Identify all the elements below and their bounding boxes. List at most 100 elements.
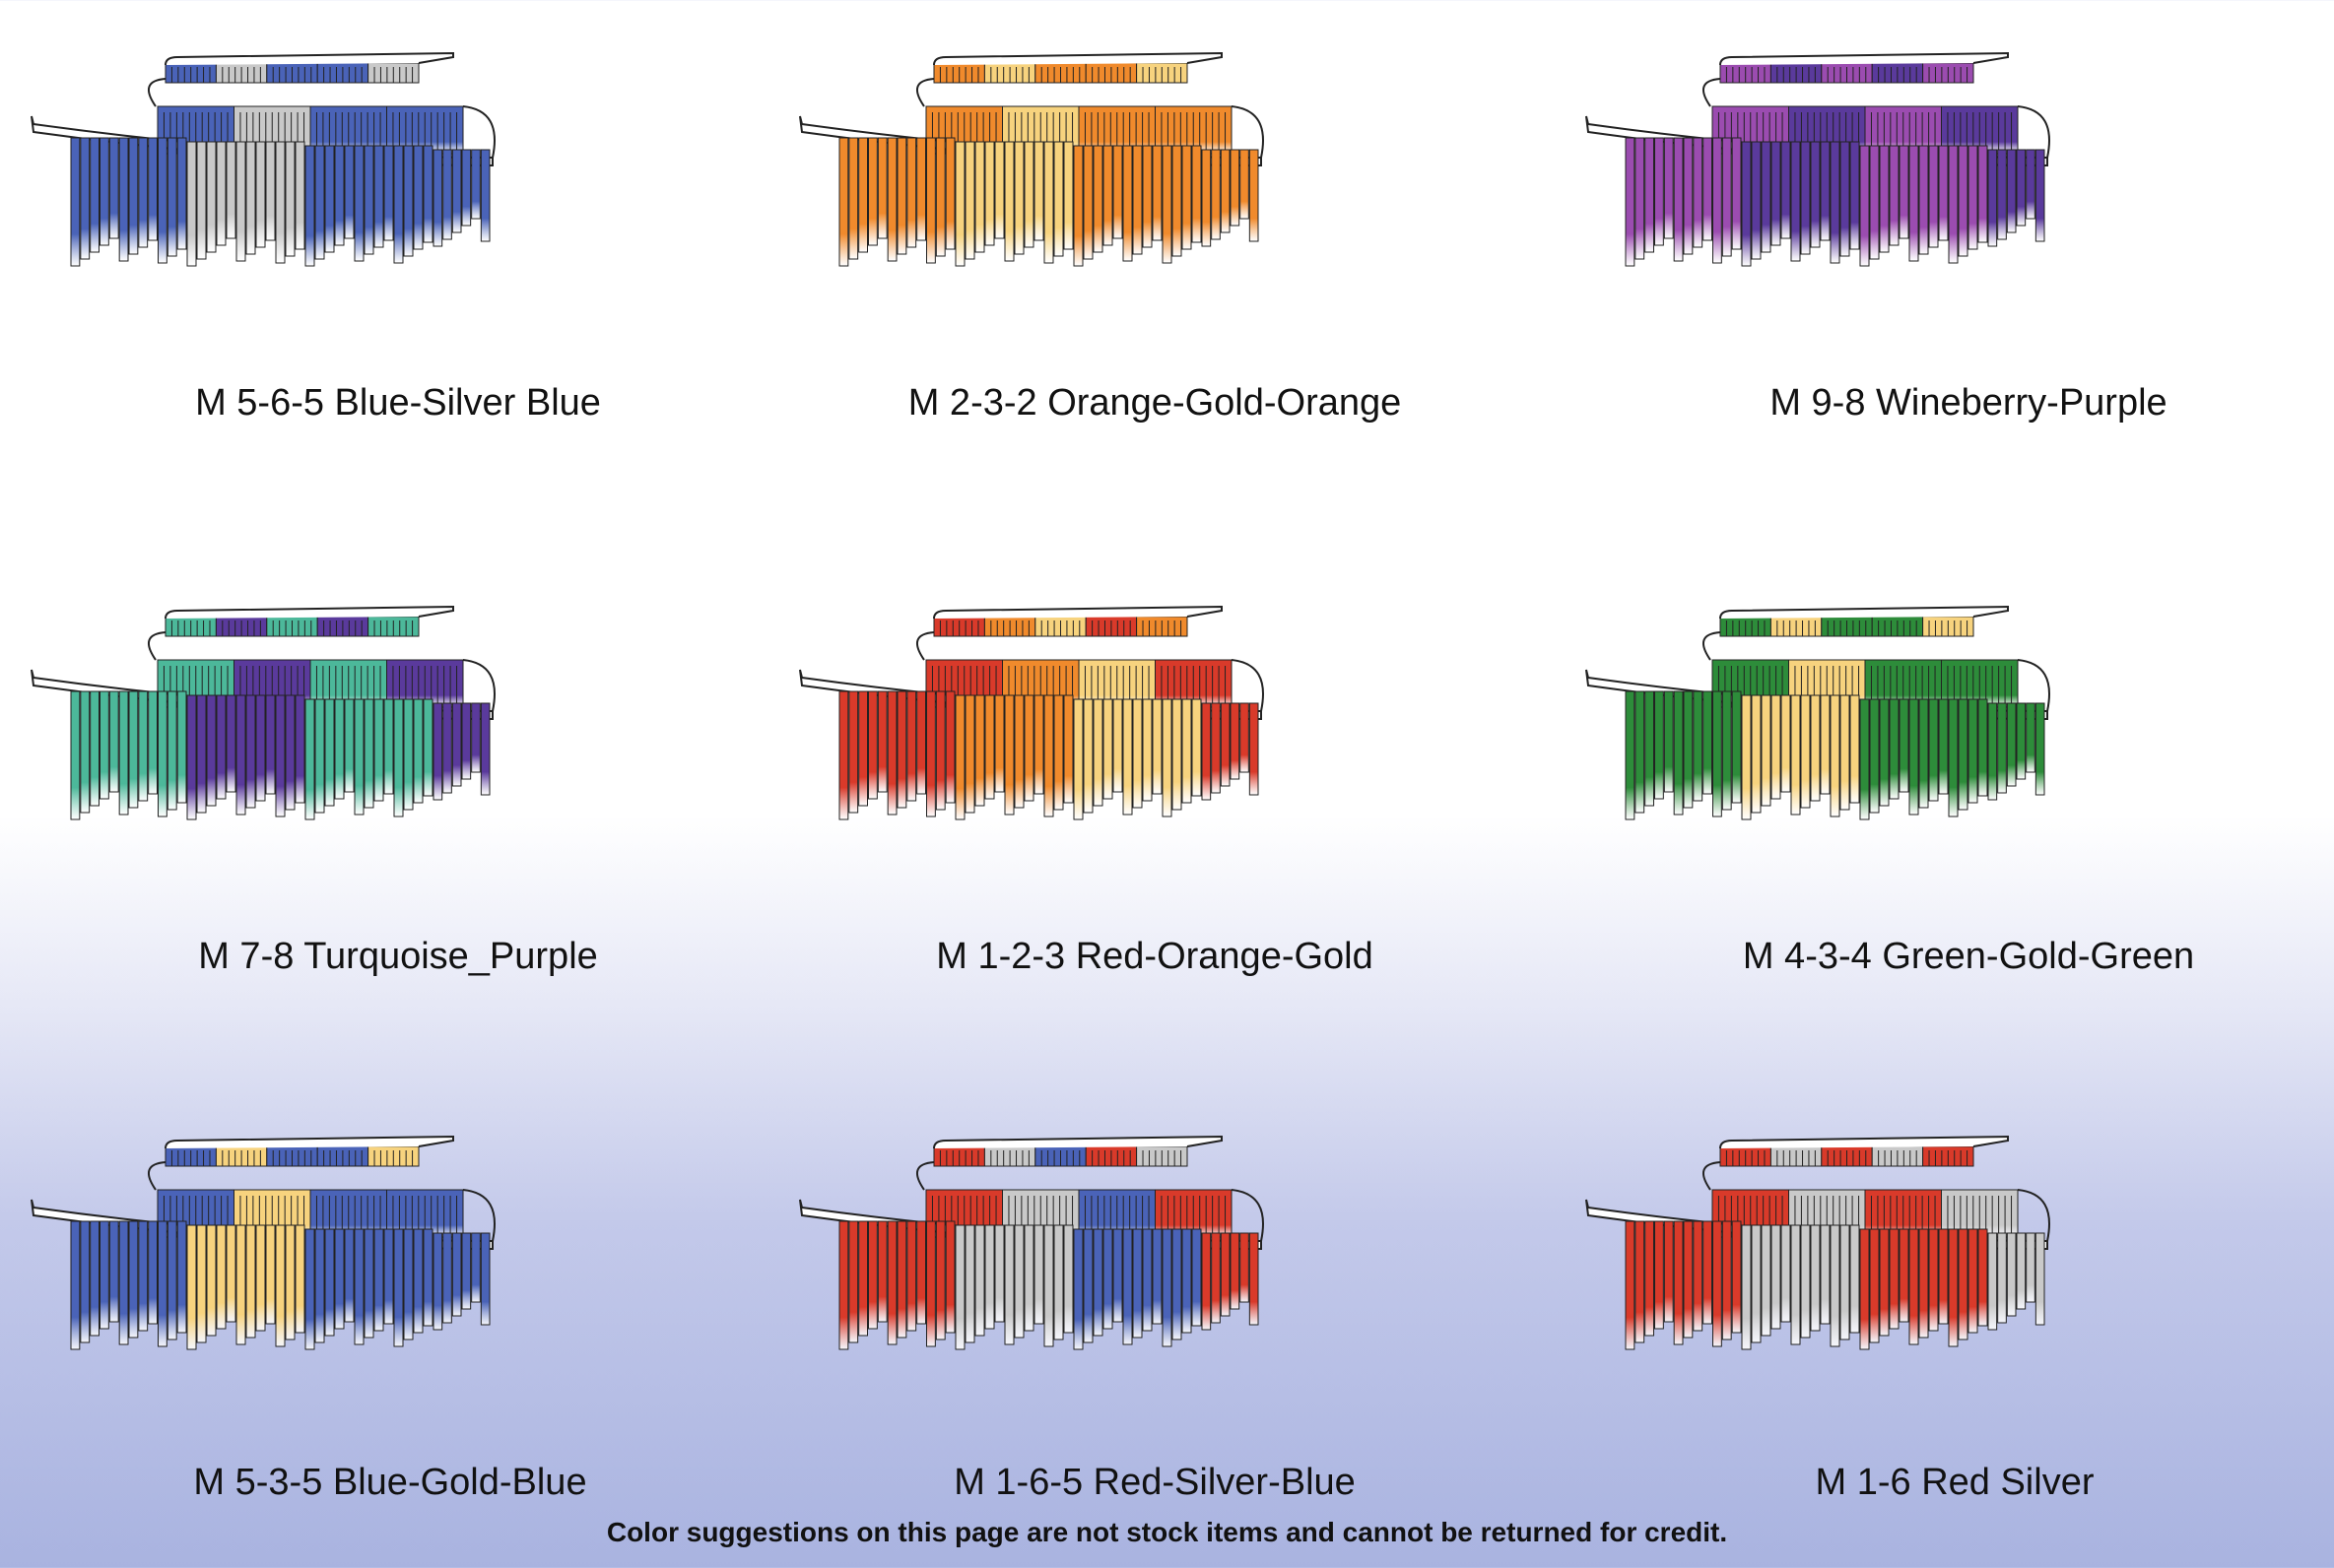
fringe-strand [128,690,139,809]
fringe-strand [108,1220,119,1323]
fringe-strand [1230,1232,1240,1310]
fringe-strand [167,137,177,257]
fringe-strand [373,698,384,802]
fringe-strand [1967,1228,1978,1334]
tape-curve [147,631,496,712]
fringe-strand [1132,1228,1143,1339]
front-fringe-segment [186,1224,305,1350]
fringe-strand [255,1224,266,1332]
fringe-strand [295,1224,305,1334]
fringe-strand [877,1220,888,1323]
fringe-strand [80,137,91,260]
front-fringe-segment [1859,145,1988,267]
fringe-strand [1122,1228,1133,1345]
fringe-strand [1248,149,1259,242]
fringe-strand [1899,145,1909,239]
fringe-strand [1053,141,1064,257]
swatch-caption: M 7-8 Turquoise_Purple [198,936,598,977]
fringe-strand [285,1224,296,1340]
fringe-strand [1800,141,1811,255]
fringe-strand [176,1220,187,1334]
front-fringe-segment [1073,1228,1202,1350]
fringe-strand [2026,702,2035,773]
fringe-strand [935,1220,946,1340]
fringe-strand [1239,702,1249,773]
fringe-strand [994,694,1005,793]
fringe-strand [858,690,869,807]
fringe-strand [206,141,217,253]
fringe-illustration [31,1135,496,1350]
front-fringe-segment [1073,698,1202,820]
fringe-strand [1073,145,1084,267]
fringe-strand [70,1220,81,1350]
fringe-strand [324,145,335,253]
fringe-strand [1663,1220,1674,1323]
tape-curve [915,631,1264,712]
fringe-strand [1899,698,1909,793]
fringe-strand [838,137,849,267]
fringe-strand [451,149,462,233]
fringe-strand [1122,698,1133,816]
fringe-strand [838,1220,849,1350]
fringe-strand [1102,1228,1113,1330]
swatch-caption: M 5-6-5 Blue-Silver Blue [195,382,601,424]
fringe-strand [373,1228,384,1332]
fringe-illustration [1585,51,2050,267]
fringe-strand [383,698,394,795]
fringe-strand [1997,1232,2007,1324]
header-tape-end [165,51,454,66]
header-tape-end [165,605,454,620]
front-fringe-segment [838,690,956,820]
fringe-strand [1201,702,1212,801]
fringe-strand [1211,1232,1221,1324]
fringe-strand [1908,1228,1919,1345]
fringe-strand [1849,694,1860,804]
fringe-strand [965,1224,975,1343]
fringe-strand [1731,1220,1742,1334]
front-fringe-segment [1201,149,1259,247]
fringe-strand [295,694,305,804]
fringe-strand [945,137,956,250]
fringe-strand [373,145,384,248]
fringe-strand [1908,698,1919,816]
front-fringe-segment [1625,1220,1742,1350]
fringe-strand [1958,1228,1968,1340]
fringe-strand [1958,698,1968,811]
fringe-strand [926,690,936,817]
fringe-strand [1702,690,1712,795]
swatch-card: M 5-6-5 Blue-Silver Blue [30,49,778,443]
fringe-strand [1761,694,1771,807]
tape-curve [1701,78,2050,159]
fringe-strand [1997,702,2007,794]
fringe-strand [285,694,296,811]
fringe-strand [364,1228,374,1339]
fringe-strand [295,141,305,250]
fringe-strand [1220,702,1231,787]
fringe-strand [1830,694,1840,817]
fringe-strand [1663,137,1674,239]
fringe-strand [1014,694,1025,809]
fringe-strand [1761,141,1771,253]
fringe-strand [1625,690,1635,820]
front-fringe-segment [1625,690,1742,820]
fringe-strand [1977,145,1988,243]
fringe-strand [1634,1220,1645,1343]
fringe-strand [1879,145,1890,253]
fringe-strand [226,694,236,793]
fringe-strand [100,1220,109,1330]
tape-curve [1701,631,2050,712]
fringe-strand [167,690,177,811]
fringe-strand [984,1224,995,1330]
fringe-strand [226,141,236,239]
fringe-strand [216,694,227,800]
fringe-illustration [1585,1135,2050,1350]
fringe-strand [1948,145,1959,264]
fringe-strand [1889,145,1900,246]
fringe-strand [2026,1232,2035,1303]
fringe-strand [235,1224,246,1345]
fringe-strand [138,1220,149,1332]
fringe-strand [471,149,481,220]
fringe-strand [176,690,187,804]
fringe-strand [926,1220,936,1347]
fringe-strand [1683,137,1694,255]
